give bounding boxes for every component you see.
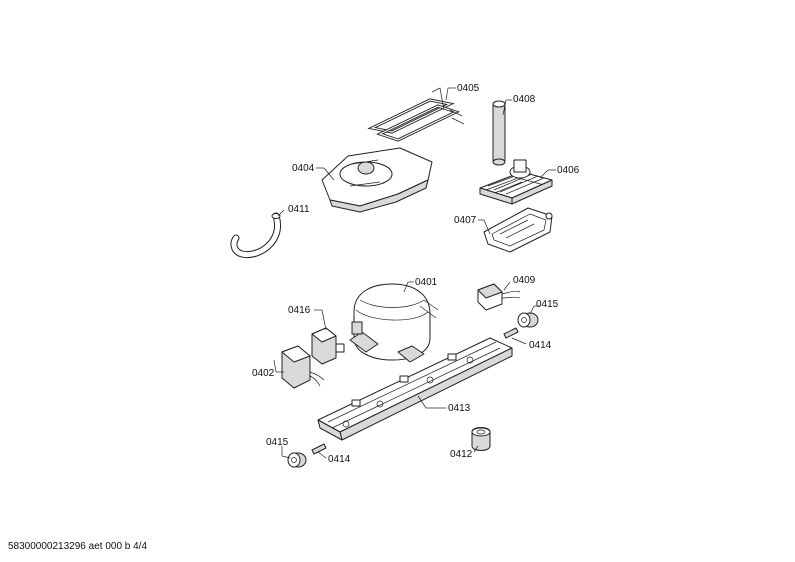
label-0415-right: 0415 (536, 299, 559, 310)
grommet-part (471, 427, 491, 451)
pin-right-part (503, 327, 519, 339)
label-0407: 0407 (454, 215, 477, 226)
evaporation-tray-part (321, 147, 433, 213)
drip-tray-part (483, 207, 553, 253)
document-number: 58300000213296 aet 000 b 4/4 (8, 541, 148, 552)
label-0408: 0408 (513, 94, 536, 105)
label-0404: 0404 (292, 163, 315, 174)
foot-left-part (287, 452, 307, 468)
rod-part (492, 100, 506, 166)
label-0401: 0401 (415, 277, 438, 288)
label-0402: 0402 (252, 368, 275, 379)
label-0414-left: 0414 (328, 454, 351, 465)
label-0416: 0416 (288, 305, 311, 316)
foot-right-part (517, 312, 539, 328)
label-0413: 0413 (448, 403, 471, 414)
hose-part (230, 212, 282, 259)
relay-part (477, 283, 521, 311)
heater-coil-part (367, 87, 465, 142)
label-0406: 0406 (557, 165, 580, 176)
label-0415-left: 0415 (266, 437, 289, 448)
fan-grille-part (479, 159, 553, 205)
label-0414-right: 0414 (529, 340, 552, 351)
label-0405: 0405 (457, 83, 480, 94)
label-0412: 0412 (450, 449, 473, 460)
protector-part (281, 345, 325, 389)
compressor-part (349, 283, 439, 363)
pin-left-part (311, 443, 327, 455)
label-0409: 0409 (513, 275, 536, 286)
label-0411: 0411 (288, 204, 310, 215)
capacitor-part (311, 327, 345, 365)
mounting-rail-part (317, 337, 513, 441)
